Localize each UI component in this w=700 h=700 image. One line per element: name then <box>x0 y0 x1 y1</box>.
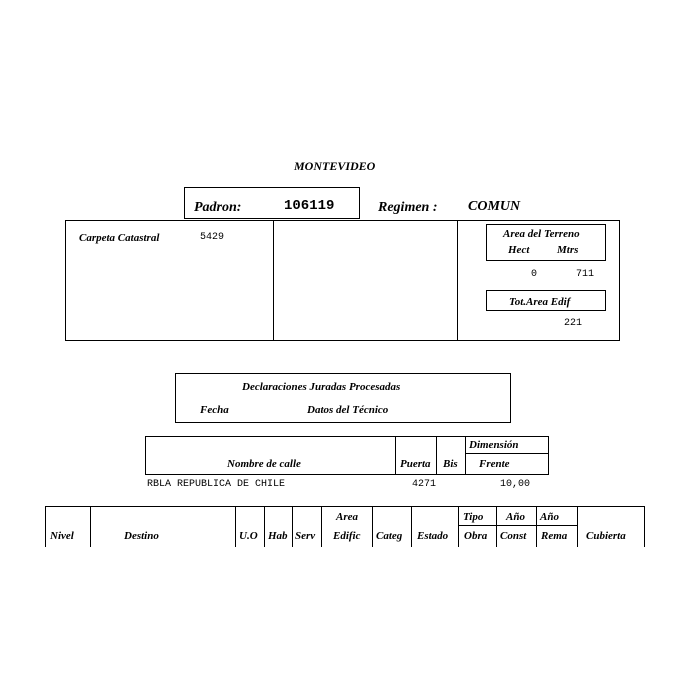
dimension-underline <box>465 453 549 454</box>
padron-box <box>184 187 360 219</box>
tot-area-label: Tot.Area Edif <box>509 296 571 308</box>
tot-area-value: 221 <box>564 318 583 329</box>
area-terreno-title: Area del Terreno <box>503 228 580 240</box>
street-frente: 10,00 <box>500 479 531 490</box>
niveles-divider-tipo <box>496 506 497 547</box>
padron-value: 106119 <box>284 198 335 214</box>
niveles-divider-ano-const <box>536 506 537 547</box>
niveles-divider-estado <box>458 506 459 547</box>
street-divider-1 <box>395 436 396 475</box>
hect-value: 0 <box>531 269 538 280</box>
street-name: RBLA REPUBLICA DE CHILE <box>147 479 286 490</box>
ano-rema-header-top: Año <box>540 511 559 523</box>
hect-label: Hect <box>508 244 530 256</box>
carpeta-value: 5429 <box>200 232 225 243</box>
fecha-label: Fecha <box>200 404 229 416</box>
mtrs-label: Mtrs <box>557 244 579 256</box>
regimen-value: COMUN <box>468 199 521 214</box>
niveles-divider-area <box>372 506 373 547</box>
niveles-divider-nivel <box>90 506 91 547</box>
area-terreno-box <box>486 224 606 261</box>
uo-header: U.O <box>239 530 258 542</box>
area-header-bottom: Edific <box>333 530 361 542</box>
nivel-header: Nivel <box>50 530 74 542</box>
declaraciones-box <box>175 373 511 423</box>
niveles-header <box>45 506 645 547</box>
carpeta-label: Carpeta Catastral <box>79 232 160 244</box>
city-title: MONTEVIDEO <box>294 159 376 173</box>
street-divider-3 <box>465 436 466 475</box>
tot-area-box <box>486 290 606 311</box>
declaraciones-title: Declaraciones Juradas Procesadas <box>242 381 401 393</box>
categ-header: Categ <box>376 530 403 542</box>
niveles-subheader-line <box>458 525 577 526</box>
tipo-header-top: Tipo <box>463 511 484 523</box>
nombre-calle-header: Nombre de calle <box>227 458 301 470</box>
destino-header: Destino <box>124 530 159 542</box>
street-divider-2 <box>436 436 437 475</box>
tipo-header-bottom: Obra <box>464 530 488 542</box>
niveles-divider-ano-rema <box>577 506 578 547</box>
niveles-divider-uo <box>264 506 265 547</box>
cubierta-header: Cubierta <box>586 530 626 542</box>
niveles-divider-serv <box>321 506 322 547</box>
dimension-header: Dimensión <box>469 439 519 451</box>
area-header-top: Area <box>336 511 358 523</box>
ano-rema-header-bottom: Rema <box>541 530 568 542</box>
serv-header: Serv <box>295 530 316 542</box>
frente-header: Frente <box>479 458 510 470</box>
mtrs-value: 711 <box>576 269 595 280</box>
hab-header: Hab <box>268 530 288 542</box>
niveles-divider-hab <box>292 506 293 547</box>
block-divider-2 <box>457 220 458 341</box>
regimen-label: Regimen : <box>378 200 438 215</box>
estado-header: Estado <box>417 530 449 542</box>
ano-const-header-top: Año <box>506 511 525 523</box>
niveles-divider-categ <box>411 506 412 547</box>
street-header <box>145 436 549 475</box>
datos-tecnico-label: Datos del Técnico <box>307 404 389 416</box>
ano-const-header-bottom: Const <box>500 530 527 542</box>
cadastral-block <box>65 220 620 341</box>
street-puerta: 4271 <box>412 479 437 490</box>
block-divider-1 <box>273 220 274 341</box>
niveles-divider-destino <box>235 506 236 547</box>
padron-label: Padron: <box>194 200 242 215</box>
puerta-header: Puerta <box>400 458 431 470</box>
bis-header: Bis <box>443 458 458 470</box>
